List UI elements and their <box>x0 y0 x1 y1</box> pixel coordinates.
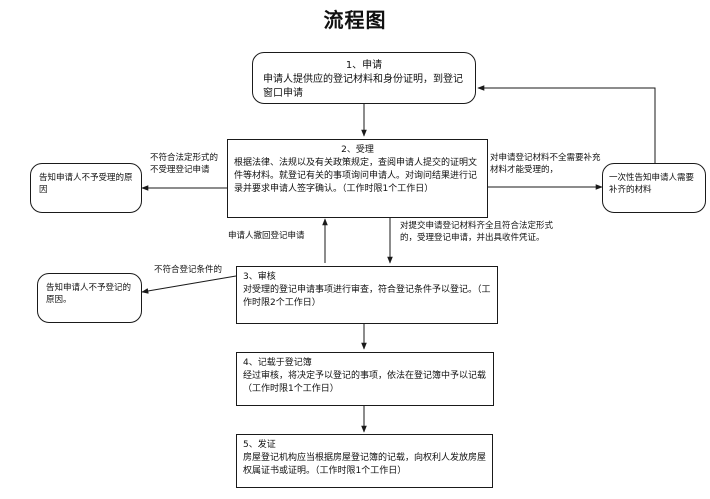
step-accept-body: 根据法律、法规以及有关政策规定，查阅申请人提交的证明文件等材料。就登记有关的事项… <box>234 158 478 194</box>
label-not-legal-form: 不符合法定形式的不受理登记申请 <box>150 153 219 175</box>
step-review-heading: 3、审核 <box>243 272 276 282</box>
step-review-box: 3、审核 对受理的登记申请事项进行审查，符合登记条件予以登记。（工作时限2个工作… <box>236 266 498 324</box>
step-review-body: 对受理的登记申请事项进行审查，符合登记条件予以登记。（工作时限2个工作日） <box>243 285 491 308</box>
reject-register-text: 告知申请人不予登记的原因。 <box>46 283 132 305</box>
step-issue-heading: 5、发证 <box>243 440 276 450</box>
step-record-heading: 4、记载于登记簿 <box>243 358 312 368</box>
supplement-box: 一次性告知申请人需要补齐的材料 <box>602 163 706 213</box>
step-record-body: 经过审核，将决定予以登记的事项，依法在登记簿中予以记载（工作时限1个工作日） <box>243 371 487 394</box>
supplement-text: 一次性告知申请人需要补齐的材料 <box>609 173 695 195</box>
step-apply-body: 申请人提供应的登记材料和身份证明，到登记窗口申请 <box>263 74 463 99</box>
arrow-supplement-to-apply <box>477 85 656 163</box>
label-complete: 对提交申请登记材料齐全且符合法定形式的，受理登记申请，并出具收件凭证。 <box>400 221 554 243</box>
label-withdraw: 申请人撤回登记申请 <box>228 231 305 241</box>
reject-register-box: 告知申请人不予登记的原因。 <box>37 273 142 323</box>
step-accept-box: 2、受理 根据法律、法规以及有关政策规定，查阅申请人提交的证明文件等材料。就登记… <box>227 139 488 218</box>
step-accept-heading: 2、受理 <box>341 145 374 155</box>
step-issue-body: 房屋登记机构应当根据房屋登记簿的记载，向权利人发放房屋权属证书或证明。（工作时限… <box>243 453 487 476</box>
step-apply-heading: 1、申请 <box>345 60 383 71</box>
step-record-box: 4、记载于登记簿 经过审核，将决定予以登记的事项，依法在登记簿中予以记载（工作时… <box>236 352 494 406</box>
step-apply-box: 1、申请 申请人提供应的登记材料和身份证明，到登记窗口申请 <box>252 52 476 104</box>
arrow-review-to-reject <box>141 275 237 294</box>
diagram-title: 流程图 <box>323 8 387 32</box>
step-issue-box: 5、发证 房屋登记机构应当根据房屋登记簿的记载，向权利人发放房屋权属证书或证明。… <box>236 434 493 488</box>
label-incomplete: 对申请登记材料不全需要补充材料才能受理的， <box>490 153 601 175</box>
label-not-qualified: 不符合登记条件的 <box>154 265 223 275</box>
reject-accept-text: 告知申请人不予受理的原因 <box>39 173 133 195</box>
reject-accept-box: 告知申请人不予受理的原因 <box>30 163 142 213</box>
